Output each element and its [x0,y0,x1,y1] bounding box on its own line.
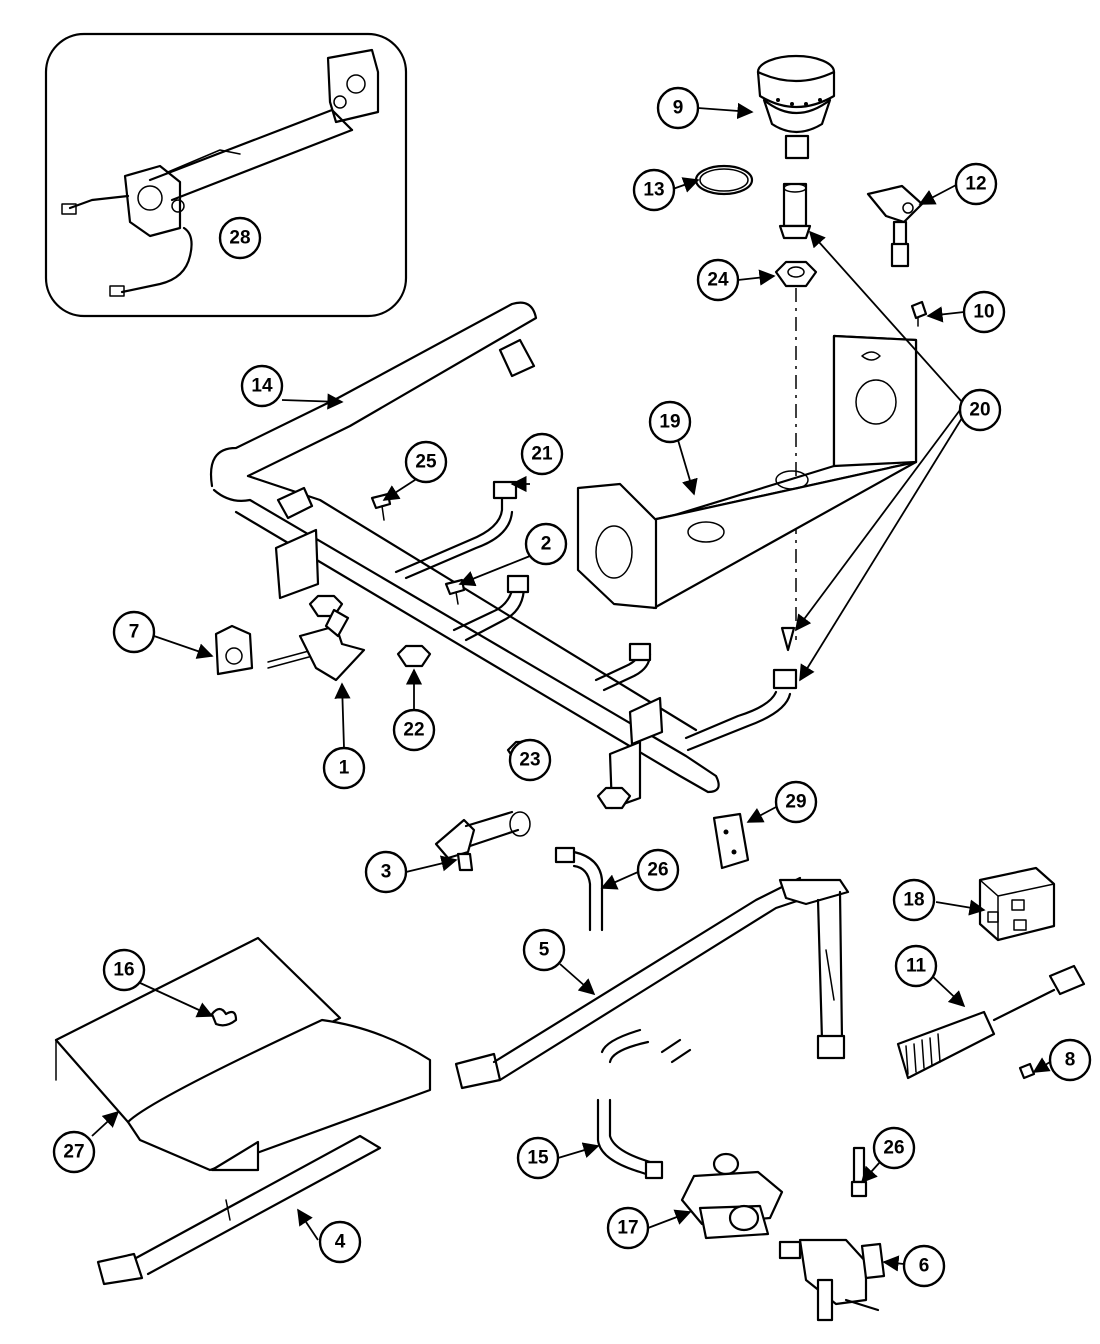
svg-text:14: 14 [251,376,273,397]
svg-text:16: 16 [113,960,134,981]
callout-4: 4 [318,1220,362,1264]
svg-text:17: 17 [617,1218,638,1239]
svg-text:15: 15 [527,1148,549,1169]
callout-21: 21 [520,432,564,476]
svg-text:24: 24 [707,270,729,291]
callout-23: 23 [508,738,552,782]
svg-text:23: 23 [519,750,540,771]
callout-3: 3 [364,850,408,894]
svg-text:8: 8 [1065,1050,1076,1071]
callout-15: 15 [516,1136,560,1180]
part-1-bracket [267,608,366,682]
callout-14: 14 [240,364,284,408]
inset-frame [44,32,408,318]
callout-5: 5 [522,928,566,972]
callout-19: 19 [648,400,692,444]
callout-27: 27 [52,1130,96,1174]
svg-text:5: 5 [539,940,550,961]
svg-text:10: 10 [973,302,994,323]
part-17-regulator [680,1152,784,1240]
gas-tubes [394,480,798,752]
part-15-tube [596,1028,692,1180]
callout-6: 6 [902,1244,946,1288]
callout-2: 2 [524,522,568,566]
svg-text:25: 25 [415,452,437,473]
part-19-bracket [576,334,918,610]
part-7-clip [214,624,254,676]
svg-text:21: 21 [531,444,553,465]
callout-1: 1 [322,746,366,790]
callout-29: 29 [774,780,818,824]
callout-26a: 26 [636,848,680,892]
part-13-ring [694,164,754,196]
orifice-fitting [778,182,812,240]
callout-18: 18 [892,878,936,922]
callout-11: 11 [894,944,938,988]
svg-text:29: 29 [785,792,806,813]
callout-7: 7 [112,610,156,654]
svg-text:9: 9 [673,98,684,119]
part-3-fitting [434,810,531,872]
svg-text:20: 20 [969,400,990,421]
part-29-plate [712,812,750,870]
part-26-hose [554,846,604,932]
part-9-burner [756,54,836,160]
callout-20: 20 [958,388,1002,432]
svg-text:18: 18 [903,890,924,911]
part-24-nut [774,260,818,288]
svg-text:11: 11 [906,956,927,977]
part-27-sheet [54,936,432,1172]
svg-text:19: 19 [659,412,680,433]
svg-text:7: 7 [129,622,140,643]
svg-text:26: 26 [883,1138,904,1159]
part-28-drawing [61,48,380,297]
svg-text:3: 3 [381,862,392,883]
svg-text:27: 27 [63,1142,84,1163]
callout-28: 28 [218,216,262,260]
callout-9: 9 [656,86,700,130]
part-16-wingnut [210,1007,238,1027]
part-26b-pin [850,1146,868,1198]
svg-text:4: 4 [335,1232,346,1253]
svg-text:13: 13 [643,180,664,201]
part-4-burner [96,1134,382,1286]
part-18-module [978,866,1056,942]
svg-text:12: 12 [965,174,986,195]
callout-26b: 26 [872,1126,916,1170]
callout-25: 25 [404,440,448,484]
callout-24: 24 [696,258,740,302]
part-10-screw [910,300,928,327]
callout-13: 13 [632,168,676,212]
svg-text:1: 1 [339,758,350,779]
part-11-spark-module [896,964,1086,1080]
svg-text:28: 28 [229,228,250,249]
svg-text:26: 26 [647,860,668,881]
svg-text:2: 2 [541,534,552,555]
callout-22: 22 [392,708,436,752]
callout-8: 8 [1048,1038,1092,1082]
part-5-burner-tube [454,876,850,1090]
svg-text:22: 22 [403,720,424,741]
callout-16: 16 [102,948,146,992]
part-8-screw [1018,1062,1036,1080]
part-6-valve [778,1238,886,1322]
part-12-electrode [866,184,924,268]
callout-10: 10 [962,290,1006,334]
callout-12: 12 [954,162,998,206]
svg-text:6: 6 [919,1256,930,1277]
leader-lines [91,102,1051,1272]
callout-17: 17 [606,1206,650,1250]
